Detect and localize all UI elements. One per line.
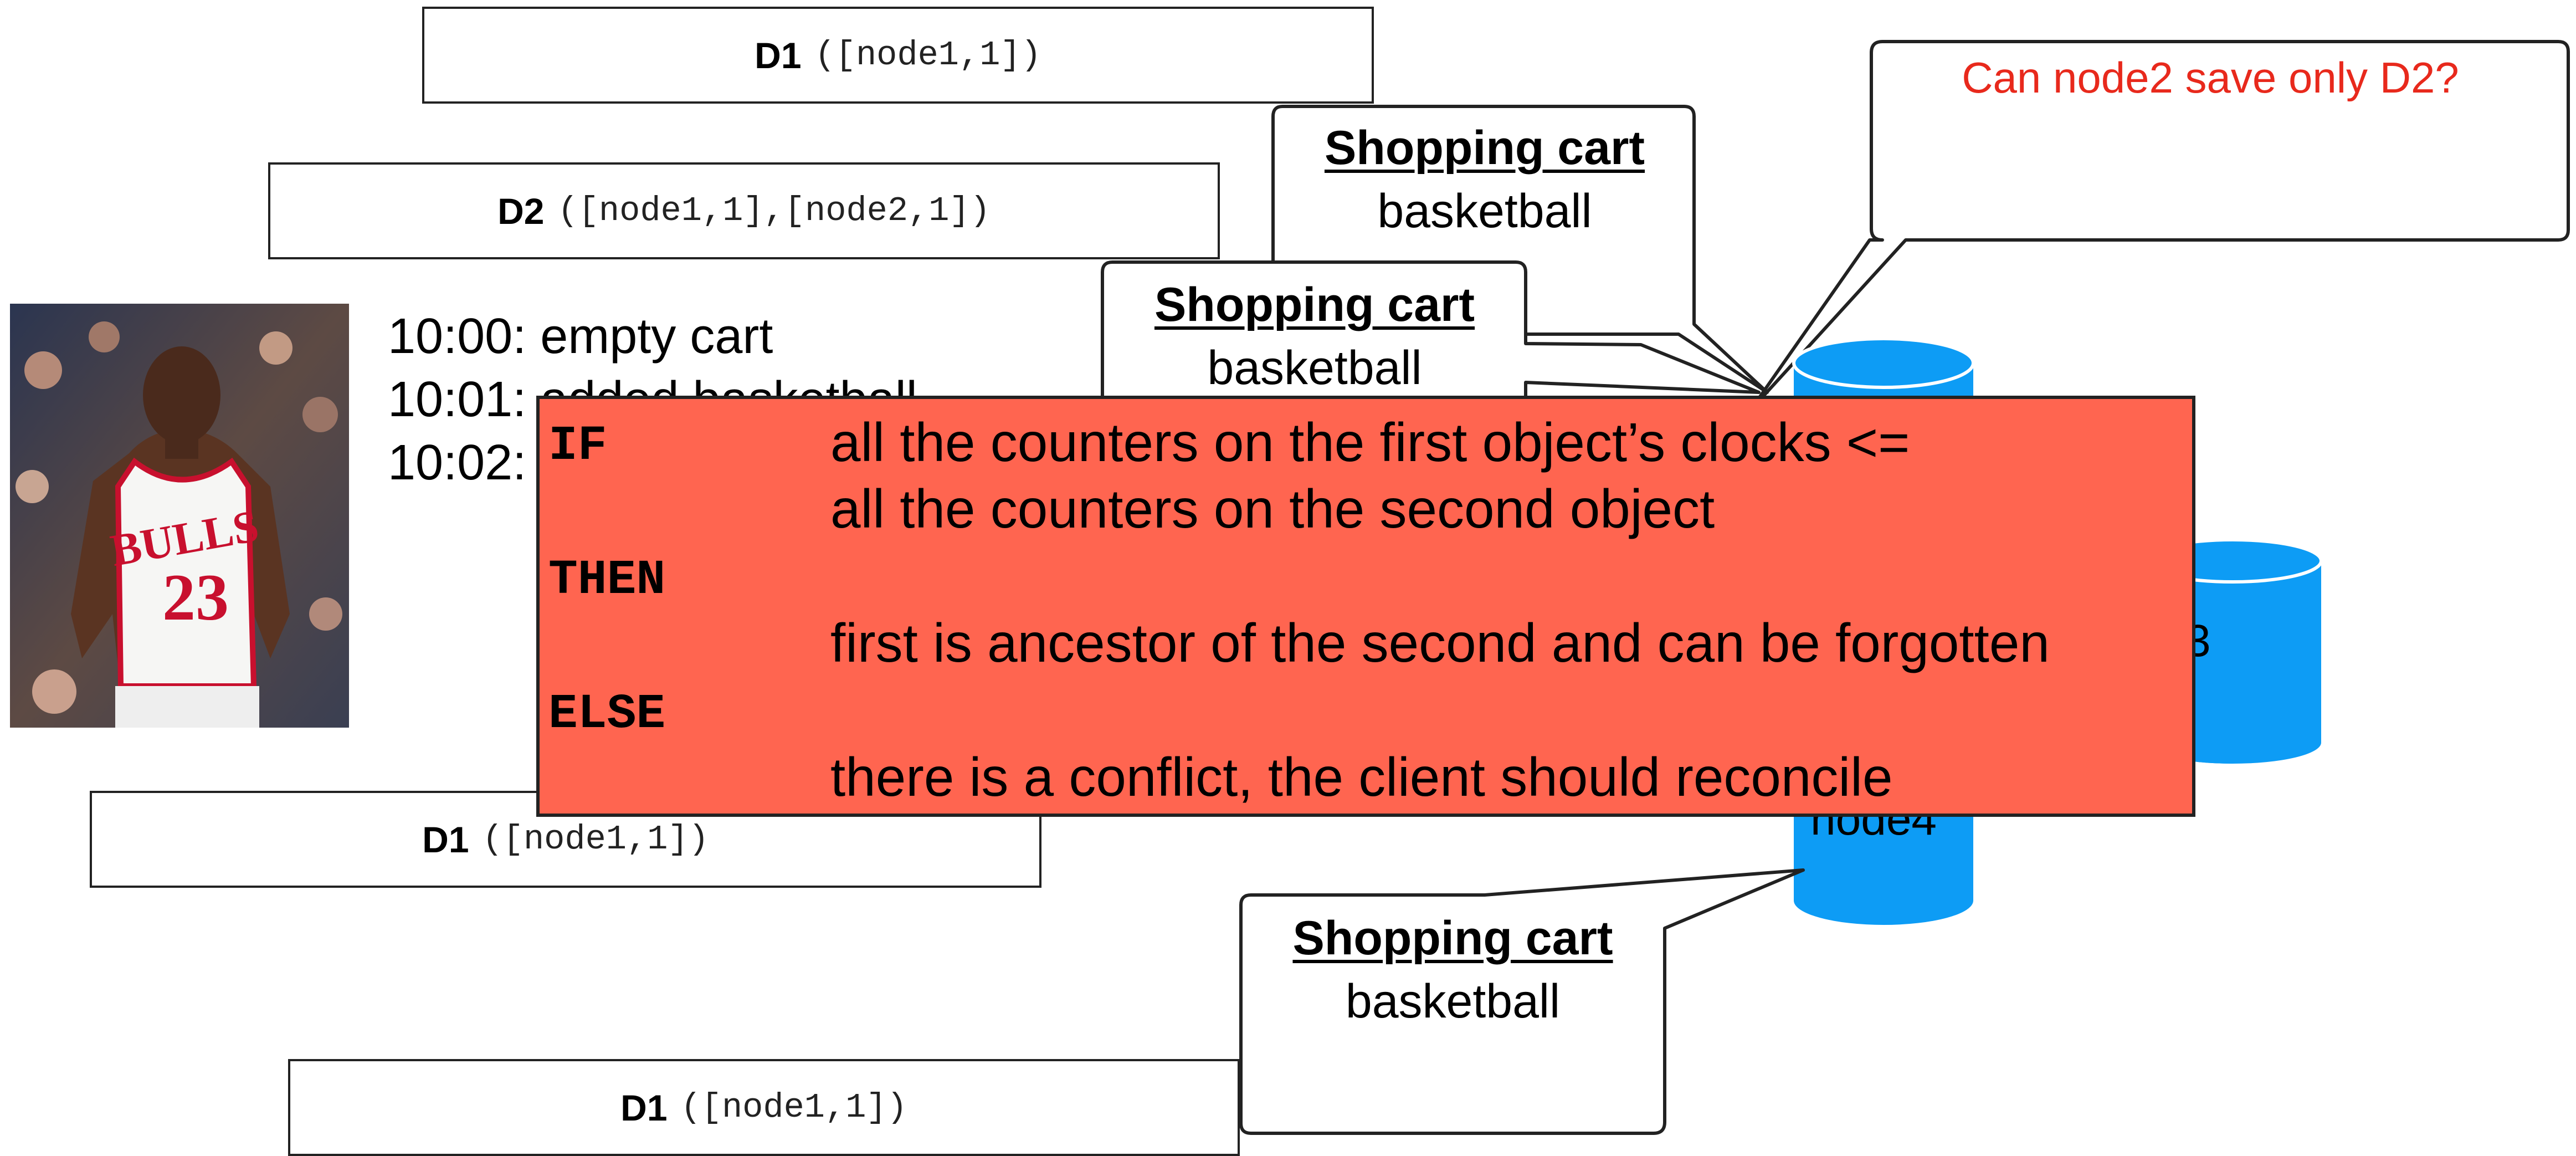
if-condition-line1: all the counters on the first object’s c… [830, 412, 1910, 473]
version-box-d2: D2 ([node1,1],[node2,1]) [268, 162, 1220, 259]
version-label: D1 [755, 34, 802, 76]
question-text: Can node2 save only D2? [1962, 53, 2459, 102]
log-entry: 10:00: empty cart [388, 309, 773, 364]
version-box-d1-top: D1 ([node1,1]) [422, 7, 1374, 104]
version-clock: ([node1,1]) [482, 820, 709, 859]
version-label: D2 [497, 190, 545, 232]
if-condition-line2: all the counters on the second object [830, 478, 1715, 539]
log-entry: 10:02: [388, 435, 527, 490]
version-clock: ([node1,1],[node2,1]) [557, 191, 991, 231]
cart-callout-3 [1239, 868, 1805, 1135]
then-action: first is ancestor of the second and can … [830, 612, 2050, 673]
cart-title: Shopping cart [1154, 278, 1475, 331]
basketball-player-photo: BULLS 23 [10, 304, 349, 728]
question-callout [1749, 40, 2570, 412]
shopping-cart-note-3: Shopping cart basketball [1241, 907, 1665, 1033]
shopping-cart-note-2: Shopping cart basketball [1104, 273, 1526, 400]
version-comparison-rule: IF all the counters on the first object’… [536, 396, 2195, 817]
version-box-d1-bottom: D1 ([node1,1]) [288, 1059, 1240, 1156]
version-label: D1 [620, 1087, 668, 1128]
version-label: D1 [422, 819, 469, 860]
cart-item: basketball [1345, 975, 1561, 1028]
cart-title: Shopping cart [1324, 121, 1645, 175]
cart-title: Shopping cart [1292, 912, 1613, 965]
then-keyword: THEN [548, 553, 666, 608]
else-action: there is a conflict, the client should r… [830, 746, 1893, 807]
svg-text:23: 23 [162, 560, 229, 634]
cart-item: basketball [1207, 341, 1422, 395]
cart-item: basketball [1377, 185, 1592, 238]
if-keyword: IF [548, 419, 607, 474]
shopping-cart-note-1: Shopping cart basketball [1274, 116, 1695, 243]
version-clock: ([node1,1]) [814, 35, 1041, 75]
else-keyword: ELSE [548, 687, 666, 742]
version-clock: ([node1,1]) [680, 1088, 907, 1127]
